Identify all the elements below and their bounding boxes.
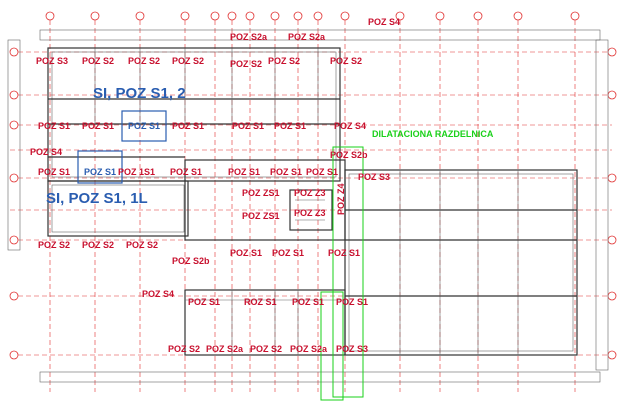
label-poz-s4: POZ S4 [334,121,366,131]
label-poz-s2: POZ S2 [126,240,158,250]
label-poz-s2: POZ S2 [330,56,362,66]
label-poz-s2a: POZ S2a [206,344,244,354]
label-poz-zs1: POZ ZS1 [242,211,280,221]
label-poz-s2a: POZ S2a [290,344,328,354]
label-poz-s2b: POZ S2b [330,150,368,160]
label-roz-s1: ROZ S1 [244,297,277,307]
label-poz-s1: POZ S1 [272,248,304,258]
label-poz-s2a: POZ S2a [288,32,326,42]
label-poz-s1: POZ S1 [38,121,70,131]
label-poz-s4: POZ S4 [30,147,62,157]
label-poz-s1: POZ S1 [336,297,368,307]
label-poz-s2: POZ S2 [250,344,282,354]
callout-si-2: SI, POZ S1, 2 [93,85,186,102]
dilatation-label: DILATACIONA RAZDELNICA [372,129,494,139]
label-poz-s1: POZ S1 [188,297,220,307]
label-poz-s2: POZ S2 [82,240,114,250]
label-poz-s2: POZ S2 [168,344,200,354]
label-poz-s1: POZ S1 [306,167,338,177]
highlight-boxes [77,110,364,401]
label-poz-s1-blue: POZ S1 [84,167,116,177]
label-poz-1s1: POZ 1S1 [118,167,155,177]
label-poz-s1: POZ S1 [328,248,360,258]
label-poz-s2: POZ S2 [268,56,300,66]
label-poz-s1: POZ S1 [228,167,260,177]
position-labels: POZ S4 POZ S2a POZ S2a POZ S3 POZ S2 POZ… [30,17,494,354]
label-poz-s1: POZ S1 [274,121,306,131]
label-poz-s2: POZ S2 [128,56,160,66]
label-poz-z3: POZ Z3 [294,208,326,218]
label-poz-s2: POZ S2 [82,56,114,66]
label-poz-s4: POZ S4 [142,289,174,299]
label-poz-s1: POZ S1 [292,297,324,307]
label-poz-z4: POZ Z4 [336,183,346,215]
label-poz-s1: POZ S1 [230,248,262,258]
label-poz-s3: POZ S3 [36,56,68,66]
label-poz-s3: POZ S3 [336,344,368,354]
label-poz-s1: POZ S1 [270,167,302,177]
callout-si-1l: SI, POZ S1, 1L [46,190,148,207]
label-poz-s1: POZ S1 [82,121,114,131]
label-poz-z3: POZ Z3 [294,188,326,198]
label-poz-s1-blue: POZ S1 [128,121,160,131]
label-poz-s1: POZ S1 [38,167,70,177]
label-poz-s2: POZ S2 [172,56,204,66]
label-poz-s2: POZ S2 [230,59,262,69]
label-poz-zs1: POZ ZS1 [242,188,280,198]
label-poz-s1: POZ S1 [232,121,264,131]
label-poz-s2a: POZ S2a [230,32,268,42]
label-poz-s3: POZ S3 [358,172,390,182]
label-poz-s2b: POZ S2b [172,256,210,266]
building-walls [7,29,609,383]
label-poz-s4: POZ S4 [368,17,400,27]
label-poz-s1: POZ S1 [170,167,202,177]
label-poz-s1: POZ S1 [172,121,204,131]
label-poz-s2: POZ S2 [38,240,70,250]
